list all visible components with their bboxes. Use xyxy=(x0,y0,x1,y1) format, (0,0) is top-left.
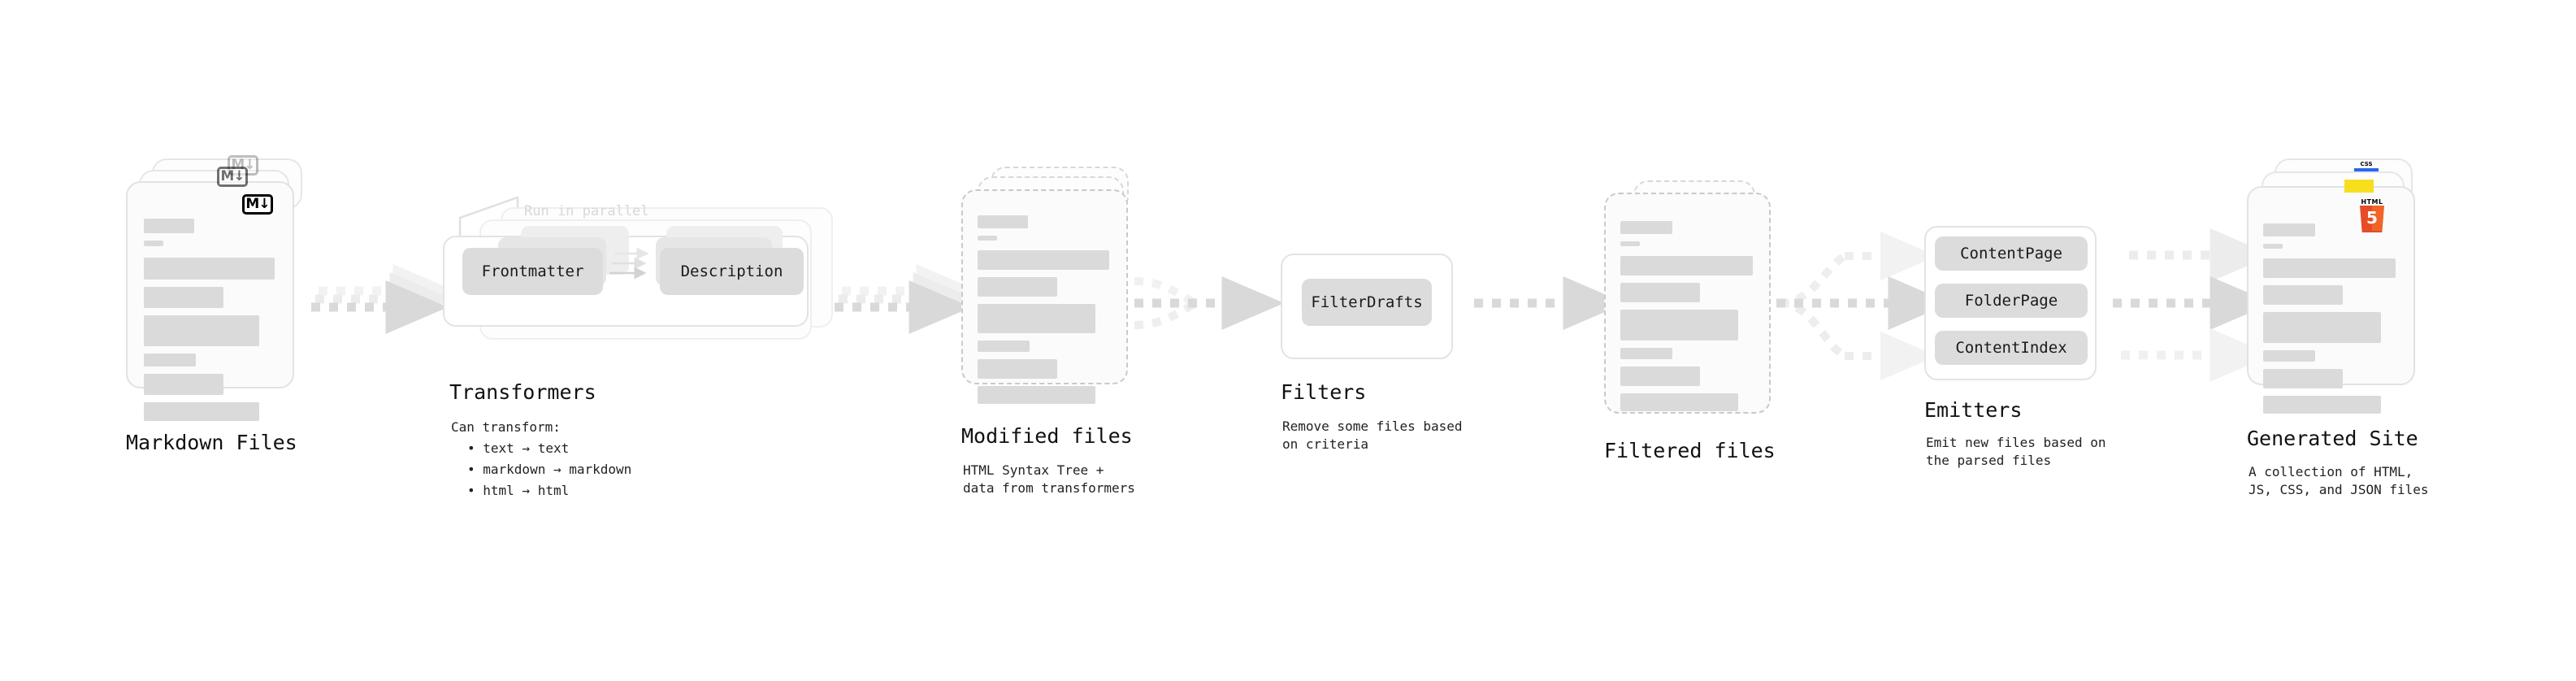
transformers-subtitle: Can transform: xyxy=(451,419,561,435)
filtered-files-title: Filtered files xyxy=(1604,439,1776,462)
run-in-parallel-note: Run in parallel xyxy=(524,203,649,219)
transformers-internal-arrows xyxy=(609,247,649,280)
filter-node-filterdrafts-label: FilterDrafts xyxy=(1311,293,1423,311)
generated-site-subtitle: A collection of HTML, JS, CSS, and JSON … xyxy=(2249,464,2429,497)
modified-files-subtitle: HTML Syntax Tree + data from transformer… xyxy=(963,462,1135,496)
modified-files-title: Modified files xyxy=(961,424,1133,448)
connector-markdown-to-transformers xyxy=(311,264,456,334)
emitter-node-contentpage[interactable]: ContentPage xyxy=(1935,236,2088,271)
filter-node-filterdrafts[interactable]: FilterDrafts xyxy=(1302,279,1432,326)
markdown-file-content xyxy=(144,219,282,428)
connector-transformers-to-modified xyxy=(835,264,979,334)
connector-emitters-to-site xyxy=(2113,228,2273,382)
filters-subtitle: Remove some files based on criteria xyxy=(1282,419,1463,452)
emitter-node-contentindex[interactable]: ContentIndex xyxy=(1935,331,2088,365)
markdown-badge-label-ghost-1: M↓ xyxy=(220,168,245,184)
transformer-node-description-label: Description xyxy=(680,262,783,280)
html5-badge-shield: 5 xyxy=(2360,206,2384,232)
site-file-content xyxy=(2263,223,2401,421)
emitters-subtitle: Emit new files based on the parsed files xyxy=(1926,435,2106,468)
transformers-title: Transformers xyxy=(449,380,596,404)
generated-site-title: Generated Site xyxy=(2247,427,2418,450)
markdown-badge-label: M↓ xyxy=(245,196,270,212)
transformer-node-frontmatter-label: Frontmatter xyxy=(481,262,584,280)
transformers-bullet-0: • text → text xyxy=(467,440,570,456)
markdown-badge-ghost-1: M↓ xyxy=(217,167,248,187)
markdown-badge: M↓ xyxy=(242,194,273,215)
emitter-node-folderpage[interactable]: FolderPage xyxy=(1935,284,2088,318)
filters-title: Filters xyxy=(1281,380,1367,404)
transformers-bullet-1: • markdown → markdown xyxy=(467,462,632,477)
modified-file-content xyxy=(978,215,1116,411)
connector-filtered-to-emitters xyxy=(1776,232,1951,380)
html5-badge-word: HTML xyxy=(2361,198,2383,206)
transformer-node-frontmatter[interactable]: Frontmatter xyxy=(462,248,603,295)
css-badge-bar xyxy=(2354,168,2379,171)
connector-modified-to-filters xyxy=(1134,276,1285,330)
css-badge: CSS xyxy=(2353,162,2379,172)
html5-badge-number: 5 xyxy=(2366,208,2378,228)
transformers-bullet-2: • html → html xyxy=(467,483,570,498)
emitters-title: Emitters xyxy=(1924,398,2023,422)
emitter-node-folderpage-label: FolderPage xyxy=(1964,292,2058,310)
html5-badge: HTML 5 xyxy=(2357,198,2387,232)
emitter-node-contentpage-label: ContentPage xyxy=(1960,245,2062,262)
filtered-file-content xyxy=(1620,221,1759,419)
markdown-files-title: Markdown Files xyxy=(126,431,297,454)
transformer-node-description[interactable]: Description xyxy=(660,248,804,295)
js-badge xyxy=(2344,180,2374,193)
emitter-node-contentindex-label: ContentIndex xyxy=(1955,339,2067,357)
css-badge-label: CSS xyxy=(2360,161,2373,167)
